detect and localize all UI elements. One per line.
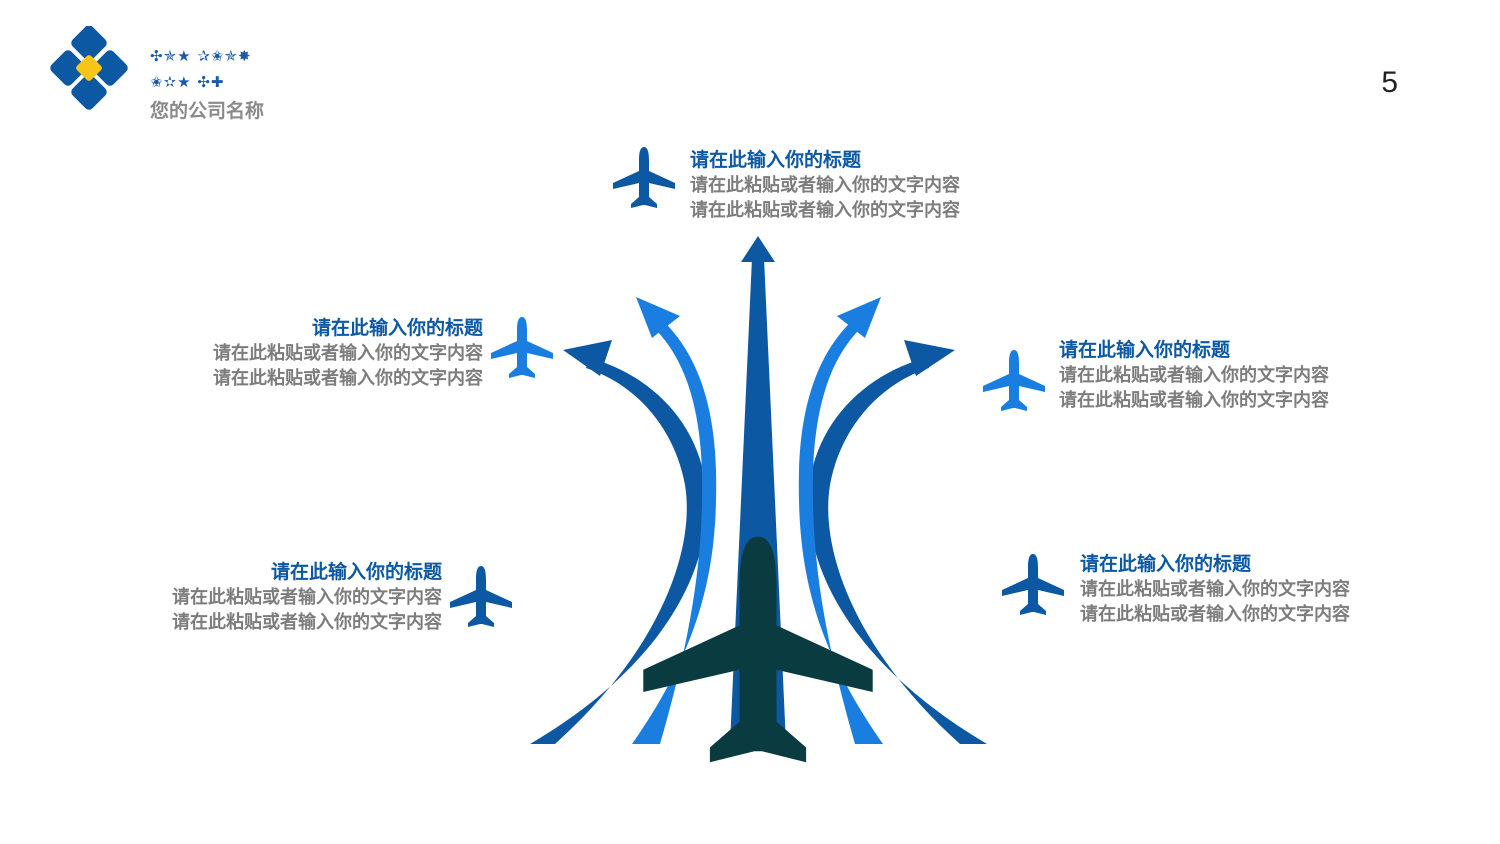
outer-right-path [808, 358, 987, 744]
outer-right-arrowhead [904, 340, 955, 376]
lower-right-airplane-icon [1002, 554, 1064, 615]
block-title[interactable]: 请在此输入你的标题 [1080, 553, 1252, 575]
logo-symbols-line1: ✣✯★ ✰✬✯✸ [150, 47, 252, 65]
inner-right-arrowhead [837, 297, 881, 338]
block-line[interactable]: 请在此粘贴或者输入你的文字内容 [1059, 365, 1329, 386]
outer-left-arrowhead [563, 340, 612, 376]
text-block-top: 请在此输入你的标题 请在此粘贴或者输入你的文字内容 请在此粘贴或者输入你的文字内… [690, 148, 960, 223]
logo-symbols-line2: ✬✫★ ✣✚ [150, 73, 225, 91]
block-line[interactable]: 请在此粘贴或者输入你的文字内容 [690, 200, 960, 221]
block-line[interactable]: 请在此粘贴或者输入你的文字内容 [1059, 390, 1329, 411]
block-title[interactable]: 请在此输入你的标题 [270, 561, 442, 583]
center-arrowhead [741, 236, 775, 262]
company-name: 您的公司名称 [150, 100, 265, 122]
upper-right-airplane-icon [983, 350, 1045, 411]
top-airplane-icon [613, 147, 675, 208]
text-block-lower-left: 请在此输入你的标题 请在此粘贴或者输入你的文字内容 请在此粘贴或者输入你的文字内… [172, 560, 442, 635]
outer-left-path [530, 358, 707, 744]
block-line[interactable]: 请在此粘贴或者输入你的文字内容 [1080, 579, 1350, 600]
text-block-upper-left: 请在此输入你的标题 请在此粘贴或者输入你的文字内容 请在此粘贴或者输入你的文字内… [213, 316, 483, 391]
block-title[interactable]: 请在此输入你的标题 [311, 317, 483, 339]
company-logo [50, 26, 128, 110]
block-title[interactable]: 请在此输入你的标题 [690, 149, 862, 171]
inner-left-arrowhead [636, 297, 680, 338]
lower-left-airplane-icon [450, 566, 512, 627]
text-block-upper-right: 请在此输入你的标题 请在此粘贴或者输入你的文字内容 请在此粘贴或者输入你的文字内… [1059, 338, 1329, 413]
text-block-lower-right: 请在此输入你的标题 请在此粘贴或者输入你的文字内容 请在此粘贴或者输入你的文字内… [1080, 552, 1350, 627]
block-line[interactable]: 请在此粘贴或者输入你的文字内容 [690, 175, 960, 196]
block-title[interactable]: 请在此输入你的标题 [1059, 339, 1231, 361]
upper-left-airplane-icon [491, 317, 553, 378]
block-line[interactable]: 请在此粘贴或者输入你的文字内容 [1080, 604, 1350, 625]
block-line[interactable]: 请在此粘贴或者输入你的文字内容 [213, 368, 483, 389]
block-line[interactable]: 请在此粘贴或者输入你的文字内容 [213, 343, 483, 364]
page-number: 5 [1381, 66, 1398, 99]
block-line[interactable]: 请在此粘贴或者输入你的文字内容 [172, 612, 442, 633]
block-line[interactable]: 请在此粘贴或者输入你的文字内容 [172, 587, 442, 608]
